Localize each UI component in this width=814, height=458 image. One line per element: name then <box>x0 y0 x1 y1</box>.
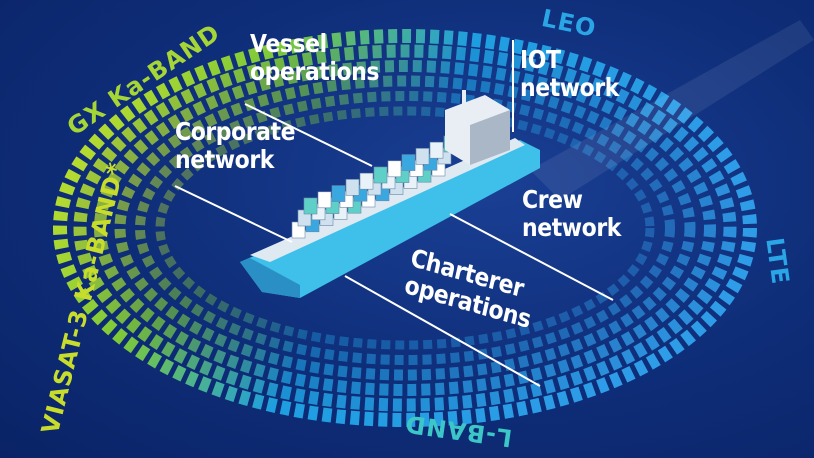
container <box>429 141 444 159</box>
signal-rings <box>53 29 757 427</box>
label-vessel-operations: Vessel operations <box>250 29 380 86</box>
container <box>359 172 374 190</box>
container <box>401 154 416 171</box>
signal-ring <box>53 29 757 427</box>
signal-ring <box>155 106 655 350</box>
label-iot-network: IOT network <box>520 45 619 102</box>
container <box>303 197 318 215</box>
callout-lines <box>174 40 614 387</box>
container <box>345 179 360 196</box>
signal-ring <box>73 44 737 412</box>
container <box>387 160 402 178</box>
signal-ring <box>94 60 716 396</box>
container <box>373 166 388 184</box>
container <box>415 148 430 165</box>
signal-ring <box>114 75 696 381</box>
ship-wake <box>530 20 814 200</box>
label-crew-network: Crew network <box>522 185 621 242</box>
container-ship <box>240 90 540 298</box>
signal-ring <box>135 91 675 365</box>
container <box>317 191 332 209</box>
label-corporate-network: Corporate network <box>175 117 296 174</box>
container <box>331 185 346 202</box>
